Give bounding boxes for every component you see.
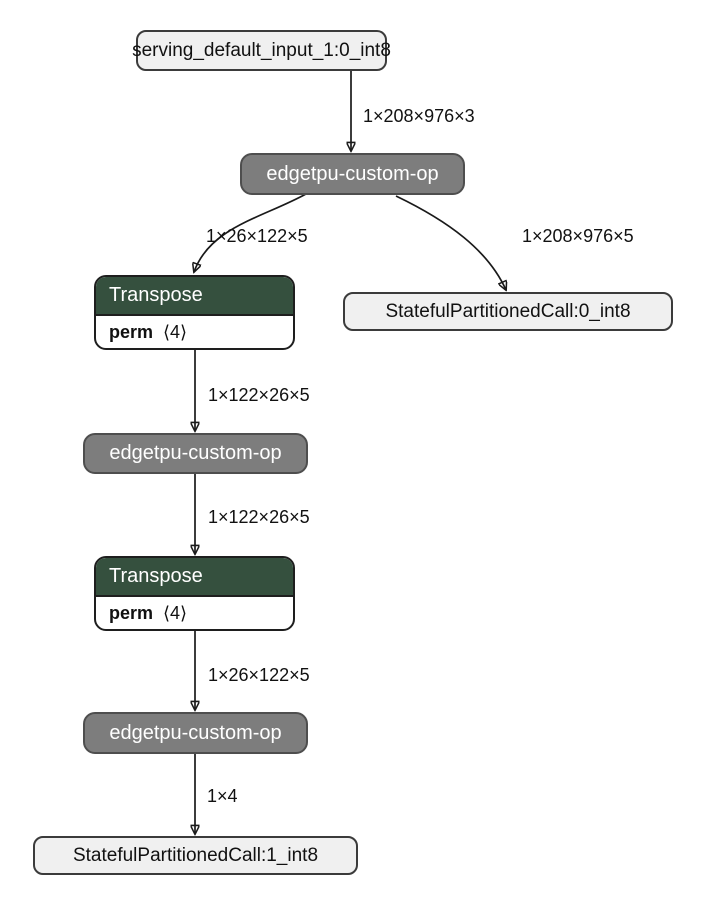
node-transpose-1[interactable]: Transpose perm ⟨4⟩ — [94, 275, 295, 350]
node-label: Transpose — [109, 284, 203, 306]
node-edgetpu-custom-op-3[interactable]: edgetpu-custom-op — [83, 712, 308, 754]
node-label: Transpose — [109, 565, 203, 587]
edge-label-1x4: 1×4 — [207, 786, 238, 806]
node-edgetpu-custom-op-1[interactable]: edgetpu-custom-op — [240, 153, 465, 195]
edge-label-1x208x976x3: 1×208×976×3 — [363, 106, 475, 126]
node-statefulpartitionedcall-1[interactable]: StatefulPartitionedCall:1_int8 — [33, 836, 358, 875]
node-header: Transpose — [96, 558, 293, 597]
edge-label-1x26x122x5-b: 1×26×122×5 — [208, 665, 310, 685]
edge-edgetpu1-to-spc0 — [395, 195, 506, 290]
node-label: edgetpu-custom-op — [109, 721, 282, 744]
attribute-value: ⟨4⟩ — [163, 321, 188, 342]
node-header: Transpose — [96, 277, 293, 316]
attribute-value: ⟨4⟩ — [163, 602, 188, 623]
edge-label-1x122x26x5-b: 1×122×26×5 — [208, 507, 310, 527]
node-edgetpu-custom-op-2[interactable]: edgetpu-custom-op — [83, 433, 308, 474]
node-transpose-2[interactable]: Transpose perm ⟨4⟩ — [94, 556, 295, 631]
edge-label-1x208x976x5: 1×208×976×5 — [522, 226, 634, 246]
node-label: serving_default_input_1:0_int8 — [132, 39, 391, 61]
attribute-name: perm — [109, 321, 154, 342]
edge-edgetpu1-to-transpose1 — [194, 193, 307, 272]
attribute-name: perm — [109, 602, 154, 623]
attribute-row: perm ⟨4⟩ — [96, 316, 293, 348]
edge-label-1x26x122x5: 1×26×122×5 — [206, 226, 308, 246]
edge-label-1x122x26x5-a: 1×122×26×5 — [208, 385, 310, 405]
node-statefulpartitionedcall-0[interactable]: StatefulPartitionedCall:0_int8 — [343, 292, 673, 331]
attribute-row: perm ⟨4⟩ — [96, 597, 293, 629]
node-serving-default-input[interactable]: serving_default_input_1:0_int8 — [132, 30, 391, 71]
node-label: edgetpu-custom-op — [109, 442, 282, 464]
node-label: edgetpu-custom-op — [266, 162, 439, 185]
node-label: StatefulPartitionedCall:0_int8 — [385, 300, 631, 322]
node-label: StatefulPartitionedCall:1_int8 — [72, 844, 319, 866]
